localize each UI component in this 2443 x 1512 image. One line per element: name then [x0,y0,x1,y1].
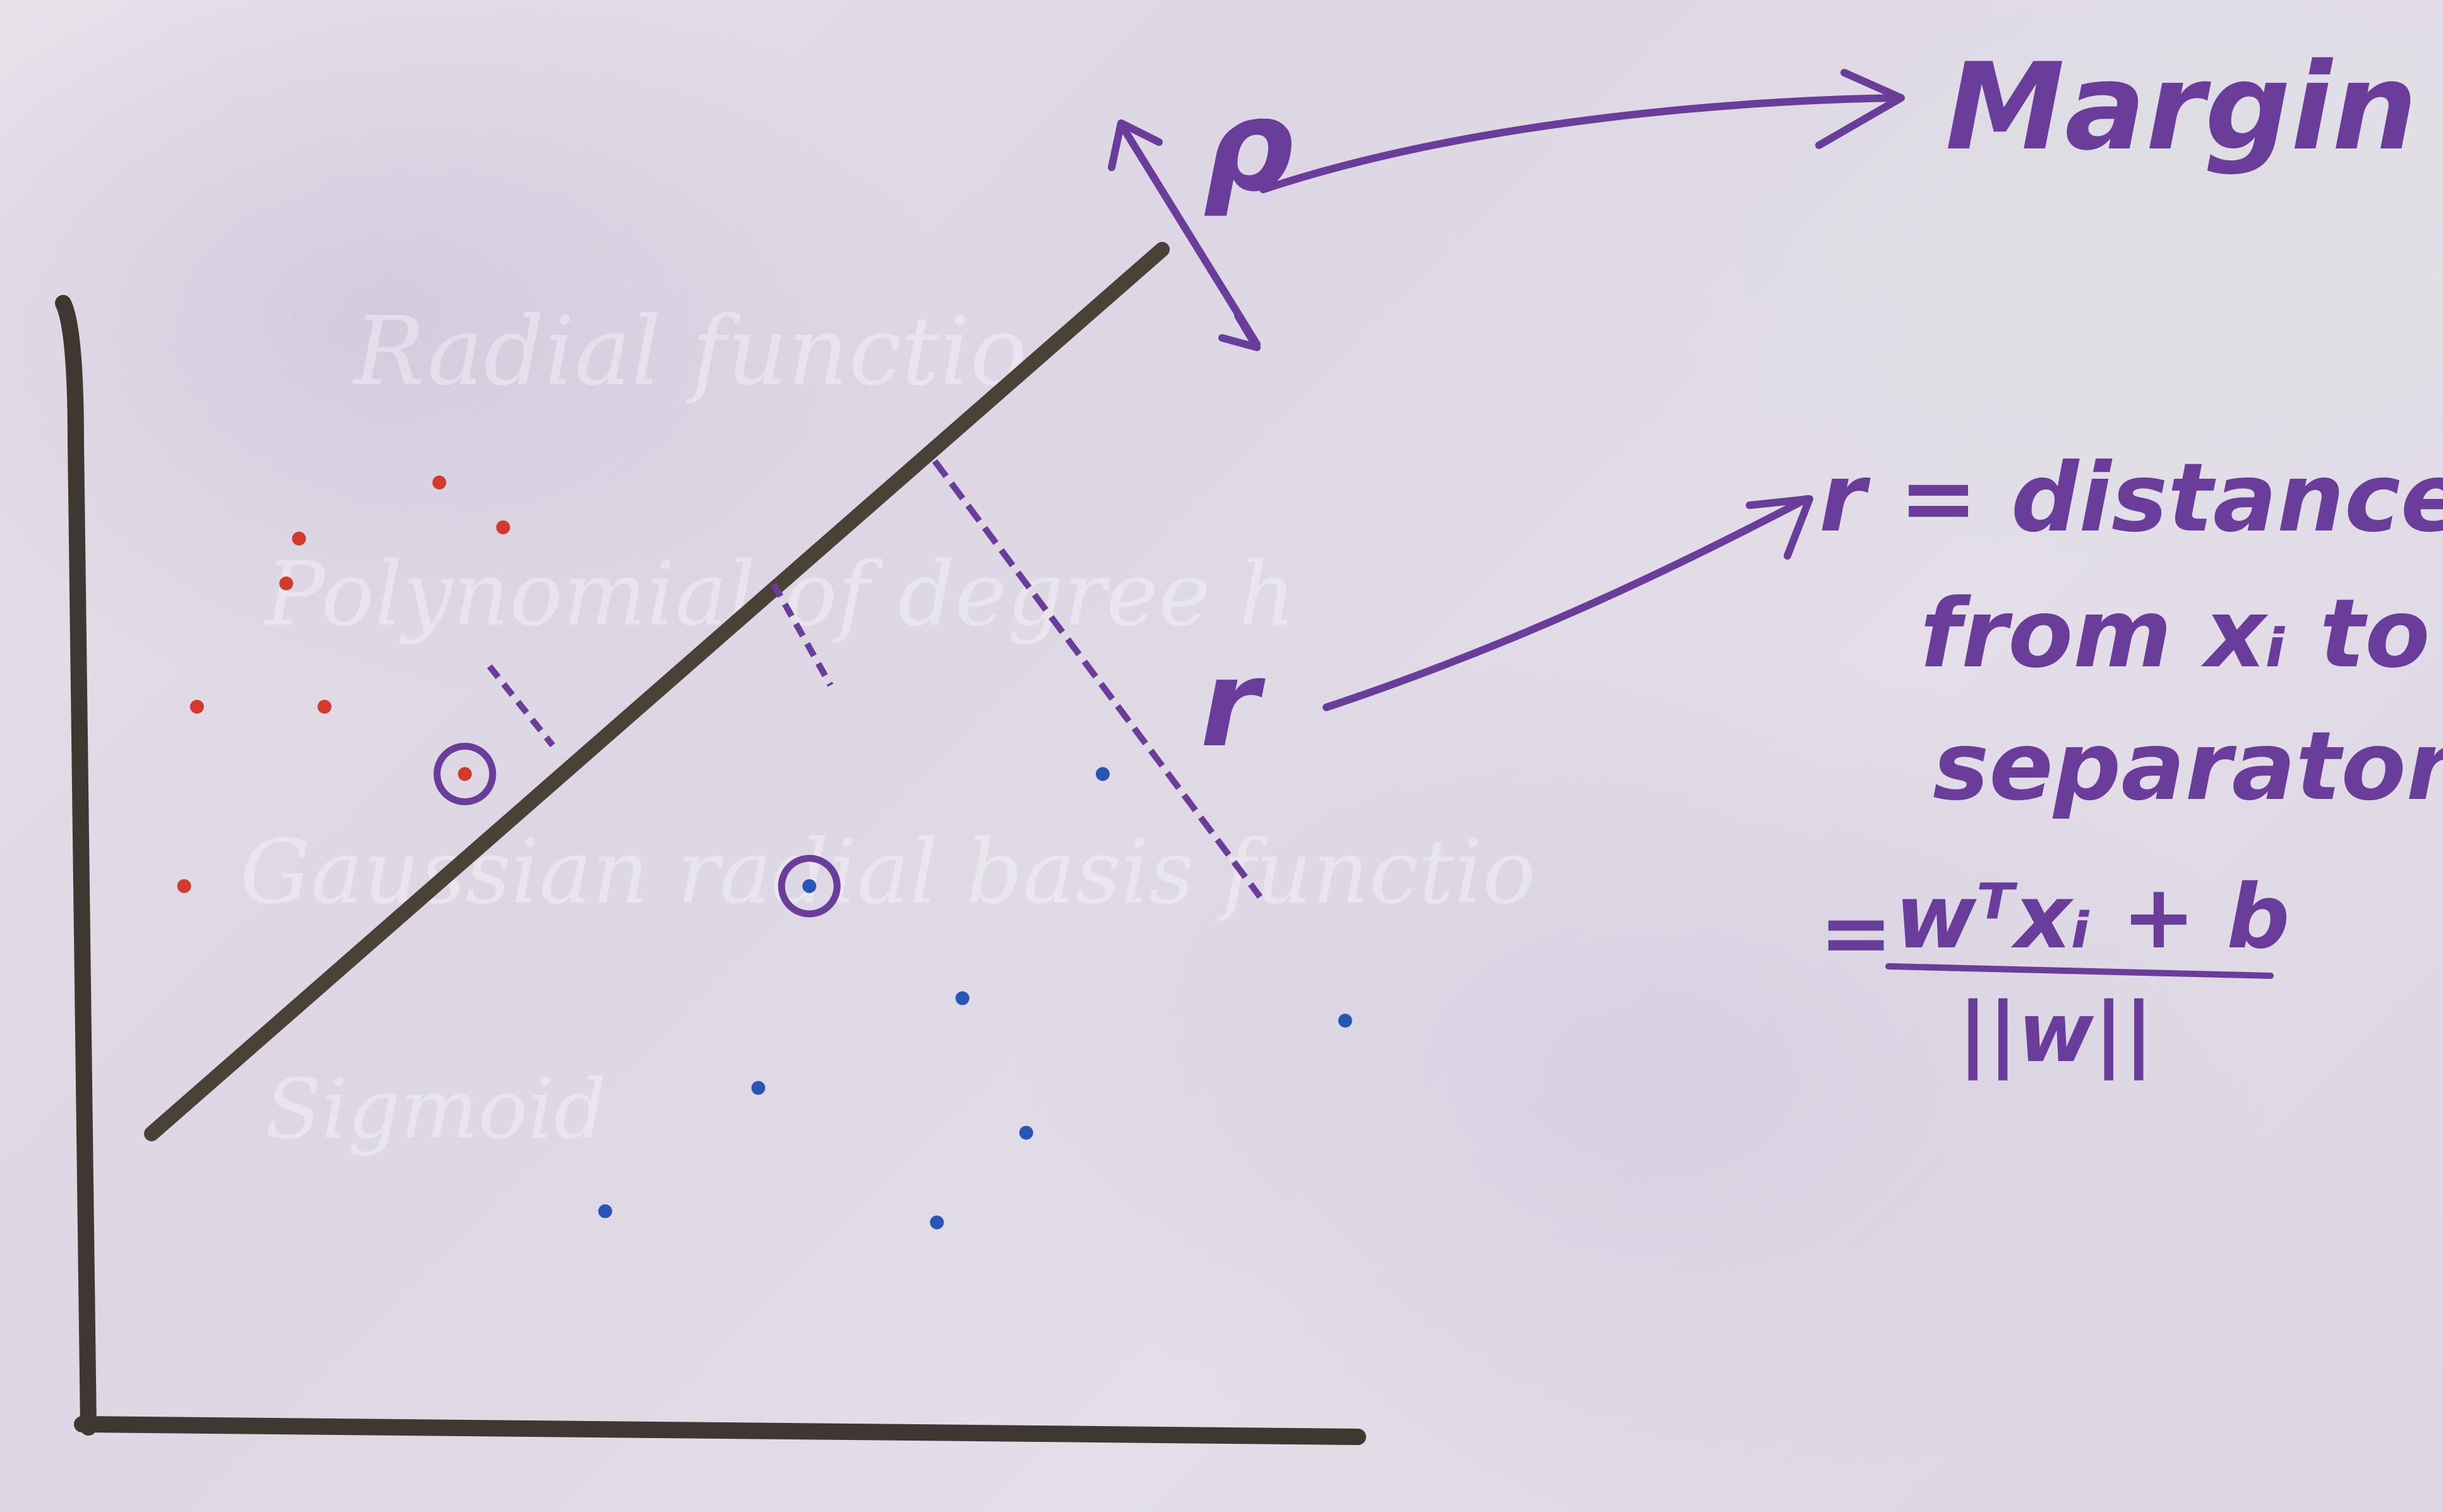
separator-line [144,242,1170,1141]
margin-label: Margin [1945,37,2417,177]
blue-class-point [598,1204,613,1218]
margin-double-arrow [1120,126,1261,348]
r-label: r [1200,634,1266,774]
blue-class-support-vector-ring [777,855,841,918]
arrowhead-definition [1746,495,1813,560]
red-class-point [432,476,447,489]
fraction-bar [1885,963,2274,979]
formula-denominator: ||w|| [1958,985,2154,1081]
arrowhead-margin [1815,69,1905,149]
red-class-support-vector-ring [433,743,496,805]
formula-numerator: wᵀxᵢ + b [1895,866,2290,969]
distance-dash-blue [771,582,834,687]
x-axis [74,1416,1366,1445]
red-class-point [496,520,510,534]
blue-class-point [802,879,817,893]
red-class-point [317,700,332,714]
red-class-point [279,576,294,591]
blue-class-point [1019,1125,1033,1140]
red-class-point [292,531,306,546]
definition-line-2: from xᵢ to [1920,579,2430,689]
distance-dash-red [487,664,555,748]
margin-arrowhead-top [1108,119,1163,171]
definition-line-1: r = distance [1819,443,2443,553]
distance-dash-r [932,459,1263,899]
blue-class-point [955,991,969,1005]
formula-equals: = [1819,882,1893,985]
definition-line-3: separator [1933,712,2443,822]
red-class-point [458,767,472,781]
blue-class-point [930,1215,944,1230]
arrow-to-definition [1323,495,1810,711]
arrow-to-margin [1259,94,1899,193]
red-class-point [189,700,204,714]
blue-class-point [751,1081,765,1095]
blue-class-point [1096,767,1110,781]
red-class-point [177,879,191,893]
blue-class-point [1338,1014,1352,1028]
y-axis [55,295,97,1436]
rho-label: ρ [1203,73,1294,220]
margin-arrowhead-bottom [1218,312,1261,351]
data-points [177,476,1352,1230]
